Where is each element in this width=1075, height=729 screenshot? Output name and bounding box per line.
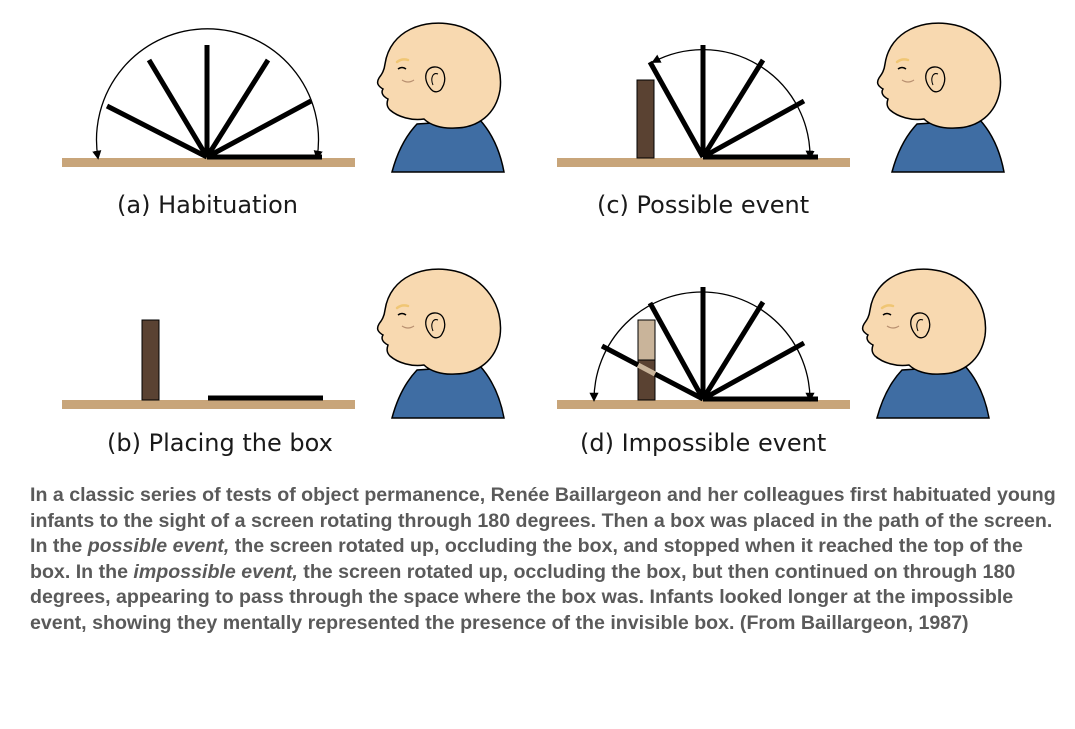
table: [62, 400, 355, 409]
panel-c-possible-event: (c) Possible event: [557, 21, 1006, 219]
panel-b-placing-the-box: (b) Placing the box: [62, 267, 506, 457]
screen-positions: [105, 45, 322, 160]
table: [557, 158, 850, 167]
table: [62, 158, 355, 167]
panel-label-d: (d) Impossible event: [580, 429, 826, 457]
infant-head-icon: [876, 21, 1006, 174]
caption-part-1: In a classic series of tests of object p…: [30, 484, 1056, 558]
infant-head-icon: [861, 267, 991, 420]
table: [557, 400, 850, 409]
box: [141, 319, 160, 401]
figure-caption: In a classic series of tests of object p…: [30, 483, 1060, 637]
screen-passing-box: [600, 343, 705, 402]
rotation-arrow: [92, 28, 323, 160]
caption-part-2: the screen rotated up, occluding the box…: [30, 535, 1023, 583]
box-occluded: [637, 319, 656, 361]
caption-part-3: the screen rotated up, occluding the box…: [30, 560, 1016, 634]
infant-head-icon: [376, 267, 506, 420]
panel-d-impossible-event: (d) Impossible event: [557, 267, 991, 457]
screen-positions: [647, 287, 818, 402]
box: [636, 79, 655, 159]
caption-emphasis-possible: possible event,: [87, 535, 230, 558]
panel-label-c: (c) Possible event: [597, 191, 809, 219]
infant-head-icon: [376, 21, 506, 174]
panel-label-b: (b) Placing the box: [107, 429, 333, 457]
experiment-figure: (a) Habituation (c) Possible event (b) P…: [62, 21, 1006, 457]
panel-label-a: (a) Habituation: [117, 191, 298, 219]
screen-positions: [647, 45, 818, 160]
caption-emphasis-impossible: impossible event,: [133, 560, 298, 583]
panel-a-habituation: (a) Habituation: [62, 21, 506, 219]
